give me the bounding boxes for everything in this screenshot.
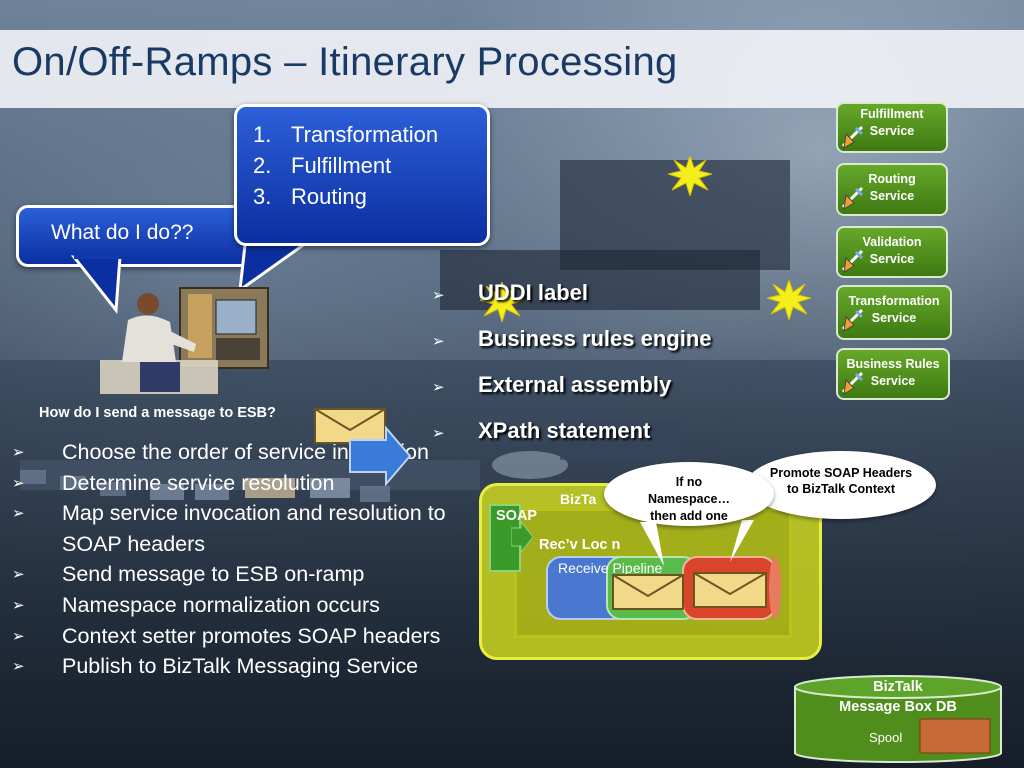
step-number: 3.	[253, 184, 272, 209]
service-validation[interactable]: Validation Service	[836, 226, 948, 278]
service-wand-icon	[841, 308, 864, 332]
message-box-title-line1: BizTalk	[873, 679, 923, 695]
question-bubble-text: What do I do??	[51, 221, 194, 244]
step-number: 1.	[253, 122, 272, 147]
list-item: ➢ Publish to BizTalk Messaging Service	[10, 651, 450, 682]
list-item-text: Send message to ESB on-ramp	[62, 562, 365, 587]
send-message-heading: How do I send a message to ESB?	[39, 405, 276, 421]
steps-bubble: 1. Transformation 2. Fulfillment 3. Routing	[234, 104, 490, 246]
step-label: Fulfillment	[291, 153, 392, 178]
list-item: ➢ Send message to ESB on-ramp	[10, 559, 450, 590]
namespace-callout-tail	[640, 522, 664, 566]
resolver-item: ➢ Business rules engine	[432, 326, 712, 352]
arrow-right-icon	[349, 426, 412, 486]
service-suffix: Service	[869, 189, 915, 203]
bullet-arrow-icon: ➢	[432, 424, 445, 442]
steps-bubble-list: 1. Transformation 2. Fulfillment 3. Routing	[253, 119, 438, 212]
resolver-label: XPath statement	[478, 418, 651, 443]
list-item: ➢ Namespace normalization occurs	[10, 590, 450, 621]
list-item: ➢ Context setter promotes SOAP headers	[10, 621, 450, 652]
arrow-right-icon	[511, 522, 533, 552]
service-suffix: Service	[869, 252, 915, 266]
service-wand-icon	[841, 371, 864, 395]
step-label: Routing	[291, 184, 367, 209]
envelope-icon	[612, 574, 684, 610]
recv-loc-label: Rec’v Loc n	[539, 537, 621, 553]
service-suffix: Service	[870, 374, 916, 388]
resolver-item: ➢ External assembly	[432, 372, 671, 398]
list-item-text: Namespace normalization occurs	[62, 592, 380, 617]
resolver-item: ➢ XPath statement	[432, 418, 650, 444]
list-item: ➢ Determine service resolution	[10, 468, 450, 499]
service-name: Validation	[862, 235, 922, 249]
resolver-item: ➢ UDDI label	[432, 280, 588, 306]
bullet-arrow-icon: ➢	[432, 378, 445, 396]
bullet-arrow-icon: ➢	[12, 504, 25, 523]
promote-headers-callout-tail	[730, 520, 754, 562]
service-name: Routing	[868, 172, 916, 186]
namespace-callout: If no Namespace…then add one	[604, 462, 774, 526]
service-name: Transformation	[848, 294, 940, 308]
service-business-rules[interactable]: Business Rules Service	[836, 348, 950, 400]
namespace-callout-text: If no Namespace…then add one	[648, 475, 730, 523]
spool-label: Spool	[869, 730, 903, 745]
question-bubble: What do I do??	[16, 205, 258, 267]
page-title: On/Off-Ramps – Itinerary Processing	[12, 40, 678, 84]
bullet-arrow-icon: ➢	[432, 286, 445, 304]
message-box-title-line2: Message Box DB	[839, 699, 957, 715]
service-fulfillment[interactable]: Fulfillment Service	[836, 102, 948, 153]
service-wand-icon	[841, 186, 864, 210]
service-wand-icon	[841, 249, 864, 273]
receive-pipeline-label: Receive Pipeline	[558, 560, 663, 576]
promote-headers-callout: Promote SOAP Headers to BizTalk Context	[746, 451, 936, 519]
list-item-text: Determine service resolution	[62, 470, 335, 495]
step-number: 2.	[253, 153, 272, 178]
person-at-console-icon	[100, 287, 269, 394]
list-item-text: Map service invocation and resolution to…	[62, 501, 446, 556]
list-item-text: Context setter promotes SOAP headers	[62, 623, 441, 648]
resolver-label: External assembly	[478, 372, 672, 397]
service-name: Business Rules	[846, 357, 940, 371]
soap-label: SOAP	[496, 508, 538, 524]
burst-icon	[668, 156, 712, 196]
promote-headers-text: Promote SOAP Headers to BizTalk Context	[769, 466, 913, 496]
list-item-text: Publish to BizTalk Messaging Service	[62, 654, 419, 679]
service-suffix: Service	[869, 124, 915, 138]
bullet-arrow-icon: ➢	[12, 473, 25, 492]
bullet-arrow-icon: ➢	[12, 657, 25, 676]
envelope-icon	[314, 408, 386, 444]
service-name: Fulfillment	[860, 107, 924, 121]
bullet-arrow-icon: ➢	[12, 565, 25, 584]
title-bar	[0, 30, 1024, 108]
service-routing[interactable]: Routing Service	[836, 163, 948, 216]
steps-bubble-item: 3. Routing	[253, 181, 438, 212]
step-label: Transformation	[291, 122, 439, 147]
resolver-label: UDDI label	[478, 280, 589, 305]
message-box-db	[794, 675, 1002, 763]
resolver-label: Business rules engine	[478, 326, 712, 351]
envelope-icon	[693, 572, 767, 608]
steps-bubble-item: 1. Transformation	[253, 119, 438, 150]
biztalk-container-label: BizTa	[560, 491, 597, 507]
bullet-arrow-icon: ➢	[12, 443, 25, 461]
bullet-arrow-icon: ➢	[12, 626, 25, 645]
service-wand-icon	[841, 125, 864, 149]
service-transformation[interactable]: Transformation Service	[836, 285, 952, 340]
bullet-arrow-icon: ➢	[12, 595, 25, 614]
question-bubble-tail	[70, 255, 122, 314]
steps-bubble-item: 2. Fulfillment	[253, 150, 438, 181]
service-suffix: Service	[871, 311, 917, 325]
bullet-arrow-icon: ➢	[432, 332, 445, 350]
message-box-title: BizTalk Message Box DB	[794, 677, 1002, 717]
burst-icon	[767, 280, 811, 320]
list-item: ➢ Map service invocation and resolution t…	[10, 498, 450, 559]
burst-icon	[480, 282, 524, 322]
